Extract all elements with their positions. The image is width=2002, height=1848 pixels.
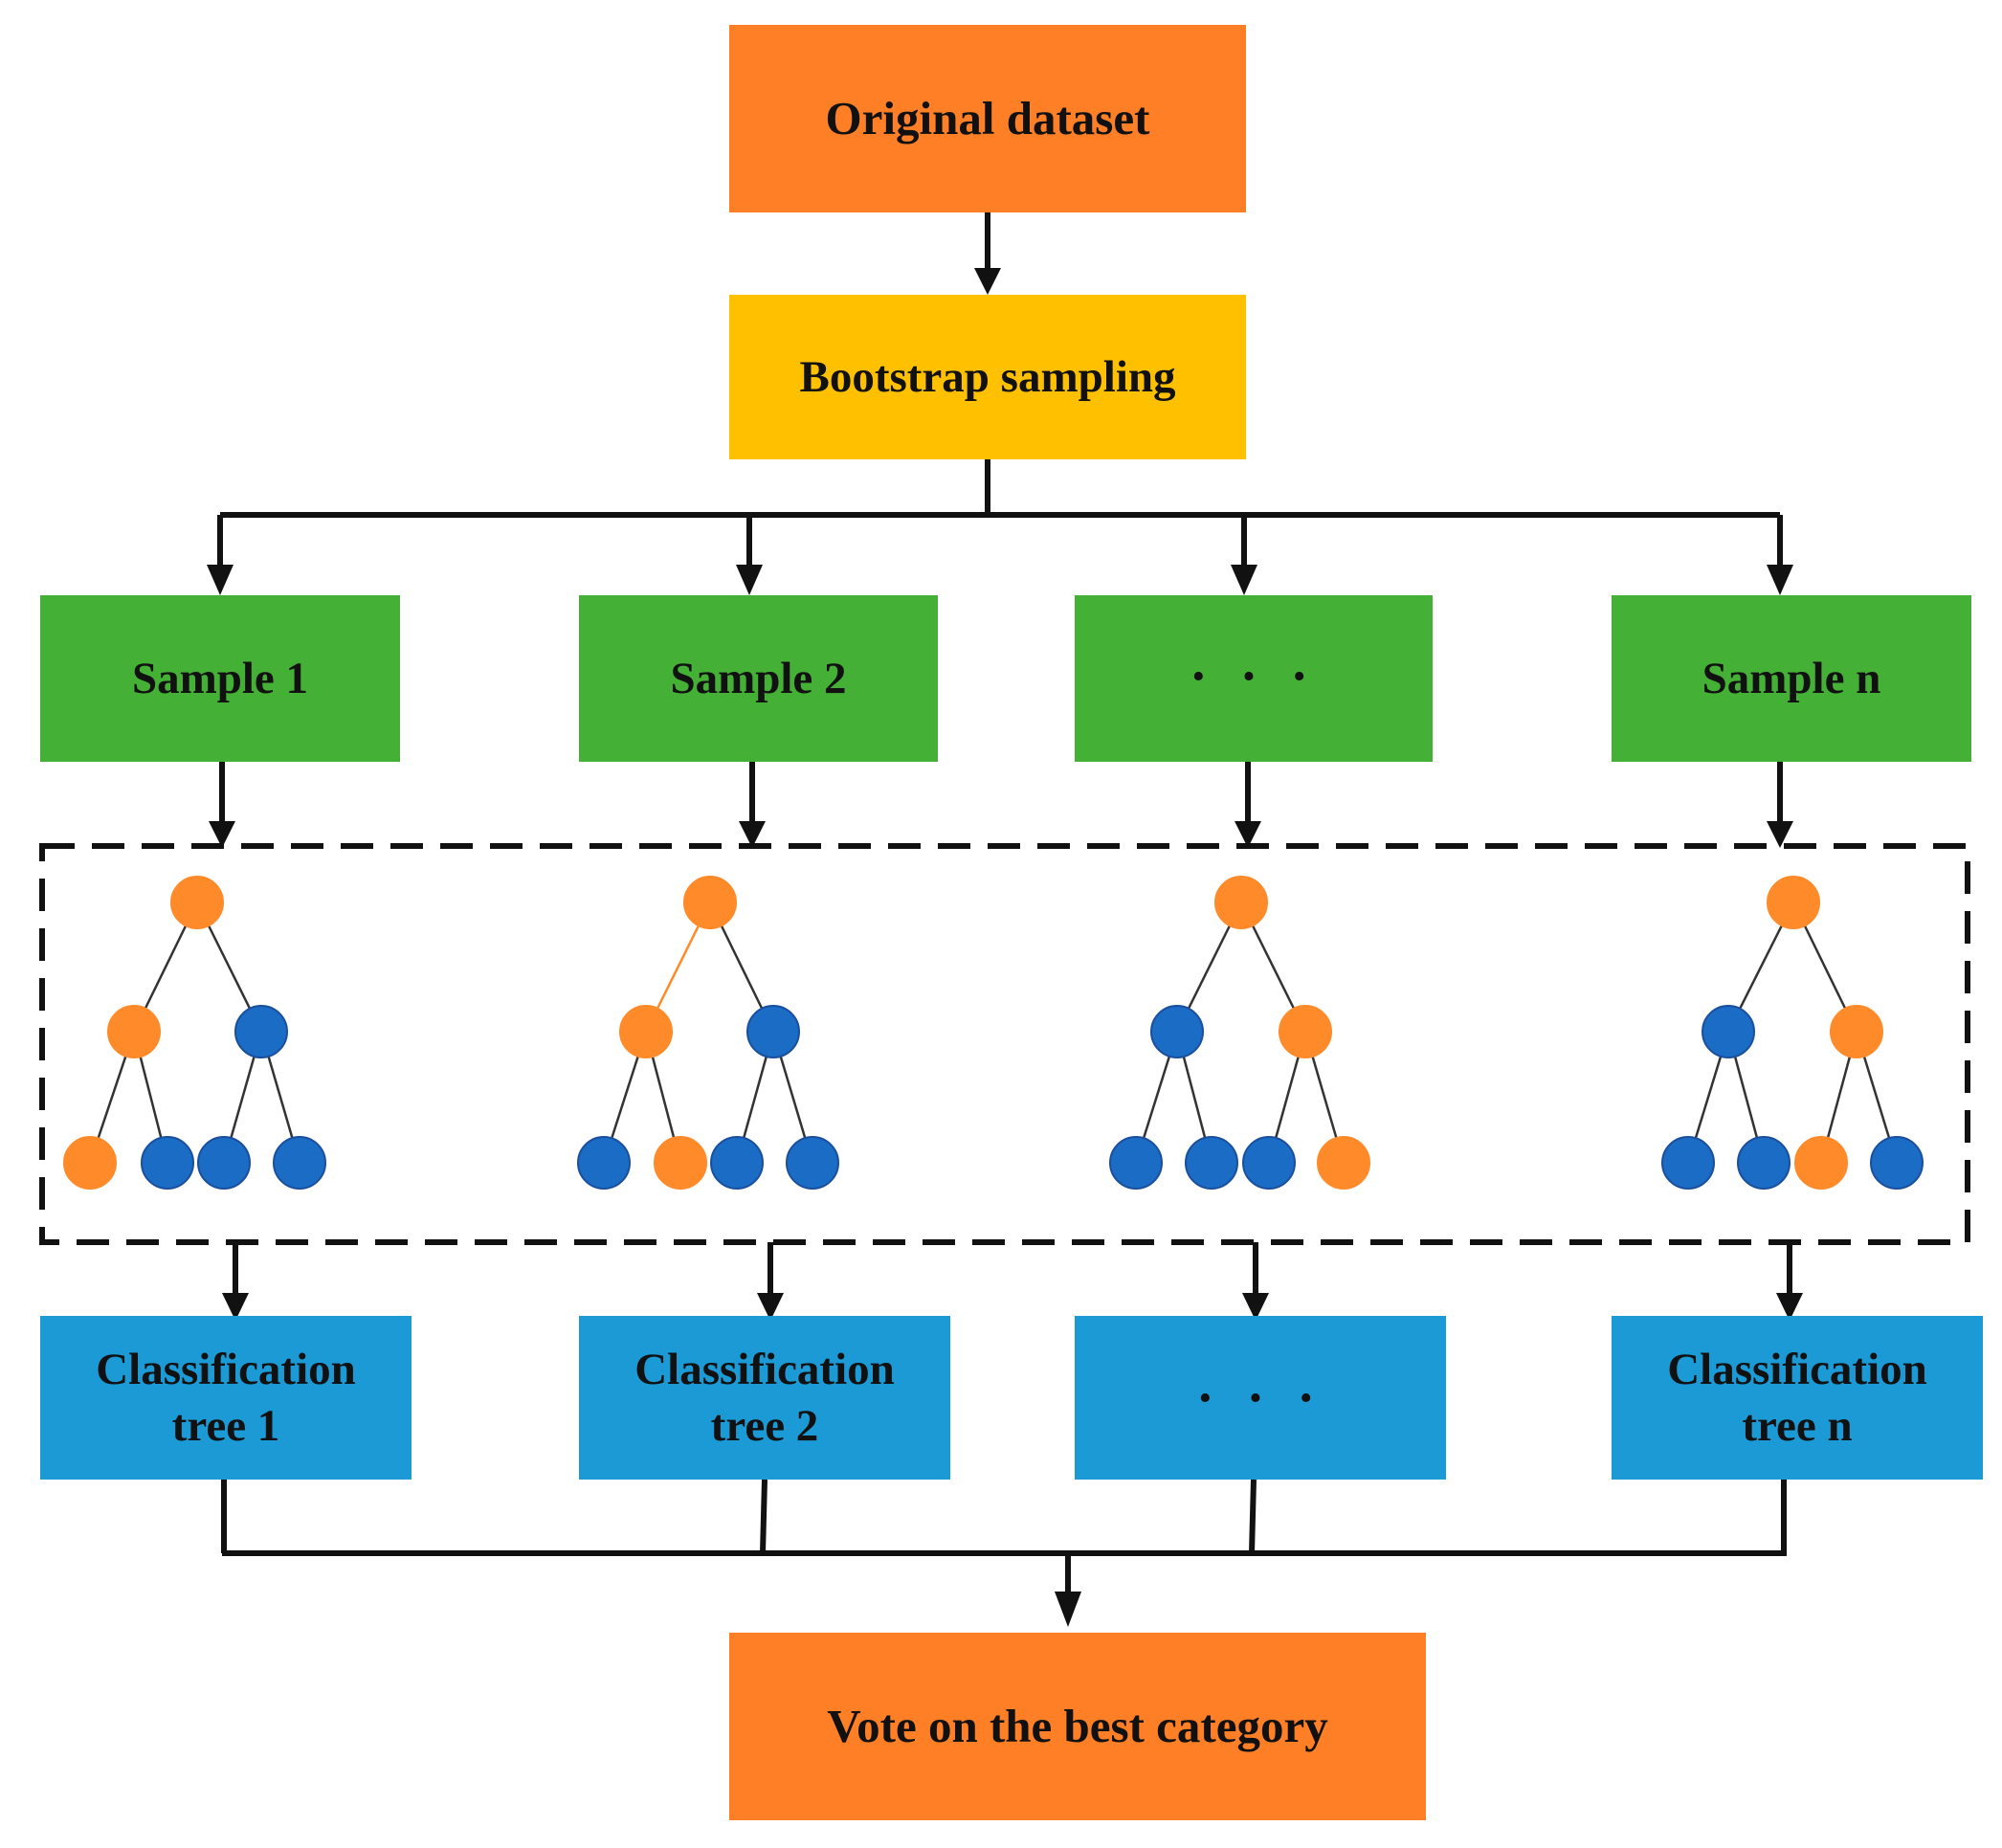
bootstrap-sampling-box: Bootstrap sampling [729, 295, 1246, 459]
classification-tree-1-box: Classification tree 1 [40, 1316, 412, 1480]
sample-1-box: Sample 1 [40, 595, 400, 762]
classification-ellipsis-box: · · · [1075, 1316, 1446, 1480]
tree-4-leaf-node [1737, 1136, 1791, 1190]
tree-3-internal-node [1150, 1005, 1204, 1058]
classification-tree-2-label: Classification tree 2 [634, 1344, 895, 1451]
tree-4-leaf-node [1661, 1136, 1715, 1190]
tree-4-internal-node [1702, 1005, 1755, 1058]
sample-n-label: Sample n [1702, 653, 1881, 703]
tree-4-internal-node [1830, 1005, 1883, 1058]
tree-4-root-node [1767, 876, 1820, 929]
vote-box: Vote on the best category [729, 1633, 1426, 1820]
tree-2-root-node [683, 876, 737, 929]
tree-4-leaf-node [1870, 1136, 1924, 1190]
sample-2-box: Sample 2 [579, 595, 938, 762]
tree-2-leaf-node [577, 1136, 631, 1190]
classification-tree-n-box: Classification tree n [1612, 1316, 1983, 1480]
vote-label: Vote on the best category [827, 1700, 1328, 1753]
tree-1-internal-node [107, 1005, 161, 1058]
original-dataset-label: Original dataset [825, 92, 1150, 145]
bootstrap-sampling-label: Bootstrap sampling [799, 351, 1176, 402]
sample-ellipsis-label: · · · [1189, 647, 1319, 706]
tree-3-root-node [1214, 876, 1268, 929]
classification-tree-2-box: Classification tree 2 [579, 1316, 950, 1480]
tree-3-leaf-node [1185, 1136, 1238, 1190]
tree-3-leaf-node [1109, 1136, 1163, 1190]
tree-1-root-node [170, 876, 224, 929]
ensemble-region [39, 843, 1970, 1245]
tree-2-leaf-node [786, 1136, 839, 1190]
tree-4-leaf-node [1794, 1136, 1848, 1190]
classification-tree-1-label: Classification tree 1 [96, 1344, 356, 1451]
tree-3-leaf-node [1242, 1136, 1296, 1190]
tree-2-internal-node [619, 1005, 673, 1058]
tree-1-leaf-node [63, 1136, 117, 1190]
sample-n-box: Sample n [1612, 595, 1971, 762]
tree-2-leaf-node [710, 1136, 764, 1190]
classification-tree-n-label: Classification tree n [1667, 1344, 1927, 1451]
classification-ellipsis-label: · · · [1195, 1368, 1325, 1428]
tree-1-leaf-node [197, 1136, 251, 1190]
tree-2-internal-node [746, 1005, 800, 1058]
sample-2-label: Sample 2 [670, 653, 847, 703]
original-dataset-box: Original dataset [729, 25, 1246, 212]
tree-1-internal-node [234, 1005, 288, 1058]
tree-3-leaf-node [1317, 1136, 1370, 1190]
sample-ellipsis-box: · · · [1075, 595, 1433, 762]
tree-1-leaf-node [273, 1136, 326, 1190]
tree-1-leaf-node [141, 1136, 194, 1190]
sample-1-label: Sample 1 [131, 653, 309, 703]
tree-3-internal-node [1279, 1005, 1332, 1058]
tree-2-leaf-node [654, 1136, 707, 1190]
